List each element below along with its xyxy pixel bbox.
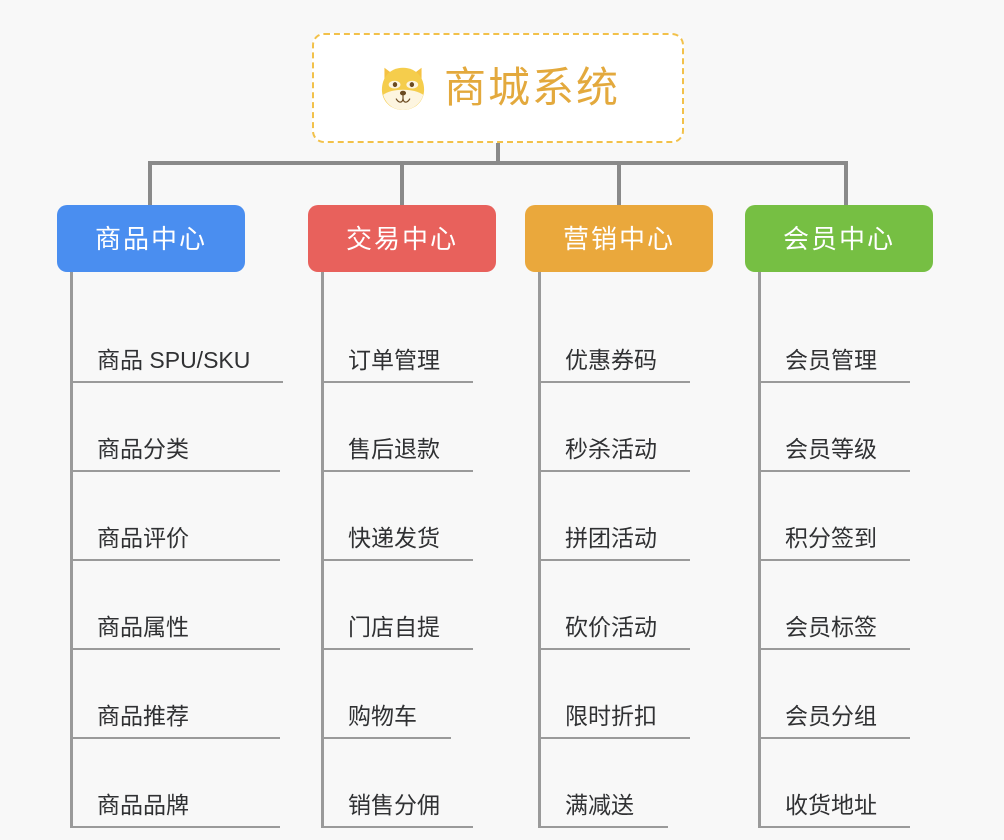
connector-drop-4 bbox=[844, 161, 848, 207]
leaf-item[interactable]: 订单管理 bbox=[321, 294, 473, 383]
leaf-item[interactable]: 拼团活动 bbox=[538, 472, 690, 561]
connector-drop-2 bbox=[400, 161, 404, 207]
leaf-label: 售后退款 bbox=[348, 436, 440, 462]
connector-drop-3 bbox=[617, 161, 621, 207]
root-title: 商城系统 bbox=[443, 64, 620, 111]
leaf-label: 商品推荐 bbox=[97, 703, 189, 729]
column-marketing-center: 营销中心 优惠券码 秒杀活动 拼团活动 砍价活动 限时折扣 满减送 bbox=[525, 205, 713, 828]
leaf-label: 限时折扣 bbox=[565, 703, 657, 729]
category-header-trade-center[interactable]: 交易中心 bbox=[308, 205, 496, 272]
leaf-label: 拼团活动 bbox=[565, 525, 657, 551]
leaf-label: 优惠券码 bbox=[565, 347, 657, 373]
trunk-line bbox=[758, 272, 761, 828]
dog-face-icon bbox=[376, 61, 430, 115]
leaf-item[interactable]: 满减送 bbox=[538, 739, 668, 828]
leaf-label: 门店自提 bbox=[348, 614, 440, 640]
column-trade-center: 交易中心 订单管理 售后退款 快递发货 门店自提 购物车 销售分佣 bbox=[308, 205, 496, 828]
category-label: 会员中心 bbox=[782, 223, 895, 254]
leaf-item[interactable]: 快递发货 bbox=[321, 472, 473, 561]
leaf-item[interactable]: 商品推荐 bbox=[70, 650, 280, 739]
leaf-label: 订单管理 bbox=[348, 347, 440, 373]
leaf-label: 砍价活动 bbox=[565, 614, 657, 640]
leaf-label: 商品品牌 bbox=[97, 792, 189, 818]
leaf-list-product-center: 商品 SPU/SKU 商品分类 商品评价 商品属性 商品推荐 商品品牌 bbox=[57, 272, 283, 828]
column-product-center: 商品中心 商品 SPU/SKU 商品分类 商品评价 商品属性 商品推荐 商品品牌 bbox=[57, 205, 283, 828]
leaf-item[interactable]: 商品评价 bbox=[70, 472, 280, 561]
leaf-label: 收货地址 bbox=[785, 792, 877, 818]
leaf-label: 销售分佣 bbox=[348, 792, 440, 818]
trunk-line bbox=[538, 272, 541, 828]
leaf-label: 会员分组 bbox=[785, 703, 877, 729]
leaf-label: 商品评价 bbox=[97, 525, 189, 551]
leaf-item[interactable]: 购物车 bbox=[321, 650, 451, 739]
category-label: 交易中心 bbox=[345, 223, 458, 254]
leaf-label: 积分签到 bbox=[785, 525, 877, 551]
category-header-marketing-center[interactable]: 营销中心 bbox=[525, 205, 713, 272]
leaf-item[interactable]: 商品分类 bbox=[70, 383, 280, 472]
leaf-item[interactable]: 会员管理 bbox=[758, 294, 910, 383]
leaf-item[interactable]: 会员等级 bbox=[758, 383, 910, 472]
leaf-label: 会员等级 bbox=[785, 436, 877, 462]
leaf-label: 会员管理 bbox=[785, 347, 877, 373]
leaf-list-marketing-center: 优惠券码 秒杀活动 拼团活动 砍价活动 限时折扣 满减送 bbox=[525, 272, 713, 828]
category-label: 营销中心 bbox=[562, 223, 675, 254]
leaf-item[interactable]: 门店自提 bbox=[321, 561, 473, 650]
category-label: 商品中心 bbox=[94, 223, 207, 254]
leaf-item[interactable]: 优惠券码 bbox=[538, 294, 690, 383]
leaf-item[interactable]: 商品属性 bbox=[70, 561, 280, 650]
trunk-line bbox=[321, 272, 324, 828]
leaf-label: 购物车 bbox=[348, 703, 417, 729]
connector-horizontal-bus bbox=[148, 161, 848, 165]
leaf-item[interactable]: 积分签到 bbox=[758, 472, 910, 561]
leaf-list-trade-center: 订单管理 售后退款 快递发货 门店自提 购物车 销售分佣 bbox=[308, 272, 496, 828]
leaf-item[interactable]: 售后退款 bbox=[321, 383, 473, 472]
column-member-center: 会员中心 会员管理 会员等级 积分签到 会员标签 会员分组 收货地址 bbox=[745, 205, 933, 828]
category-header-member-center[interactable]: 会员中心 bbox=[745, 205, 933, 272]
leaf-item[interactable]: 商品品牌 bbox=[70, 739, 280, 828]
category-header-product-center[interactable]: 商品中心 bbox=[57, 205, 245, 272]
leaf-label: 满减送 bbox=[565, 792, 634, 818]
leaf-label: 快递发货 bbox=[348, 525, 440, 551]
trunk-line bbox=[70, 272, 73, 828]
leaf-label: 商品 SPU/SKU bbox=[97, 347, 251, 373]
connector-drop-1 bbox=[148, 161, 152, 207]
leaf-list-member-center: 会员管理 会员等级 积分签到 会员标签 会员分组 收货地址 bbox=[745, 272, 933, 828]
leaf-label: 秒杀活动 bbox=[565, 436, 657, 462]
leaf-item[interactable]: 秒杀活动 bbox=[538, 383, 690, 472]
leaf-item[interactable]: 限时折扣 bbox=[538, 650, 690, 739]
leaf-label: 商品分类 bbox=[97, 436, 189, 462]
leaf-item[interactable]: 收货地址 bbox=[758, 739, 910, 828]
leaf-label: 会员标签 bbox=[785, 614, 877, 640]
root-node[interactable]: 商城系统 bbox=[312, 33, 684, 143]
leaf-item[interactable]: 砍价活动 bbox=[538, 561, 690, 650]
leaf-item[interactable]: 销售分佣 bbox=[321, 739, 473, 828]
leaf-label: 商品属性 bbox=[97, 614, 189, 640]
connector-root-stem bbox=[496, 143, 500, 164]
leaf-item[interactable]: 商品 SPU/SKU bbox=[70, 294, 283, 383]
leaf-item[interactable]: 会员标签 bbox=[758, 561, 910, 650]
leaf-item[interactable]: 会员分组 bbox=[758, 650, 910, 739]
